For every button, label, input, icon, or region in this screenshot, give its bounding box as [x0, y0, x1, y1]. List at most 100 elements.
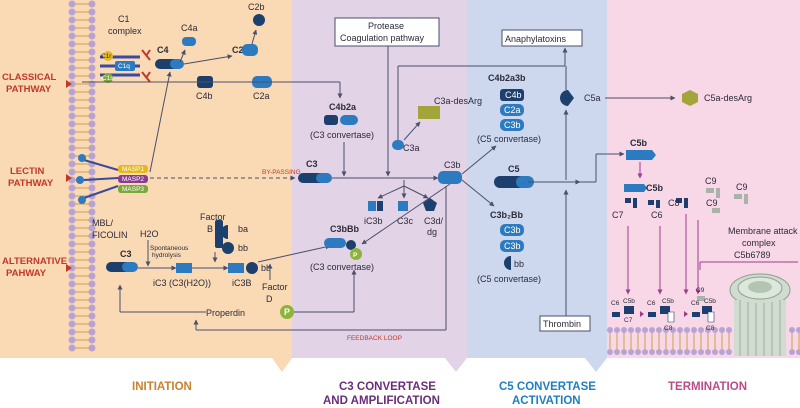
properdin-icon: [280, 305, 294, 319]
thrombin-box: Thrombin: [539, 315, 591, 332]
lipid-head: [621, 349, 627, 355]
anaphylatoxins-box: Anaphylatoxins: [501, 29, 583, 47]
c5-label: C5: [508, 164, 520, 174]
svg-text:MASP2: MASP2: [122, 176, 144, 183]
svg-text:C5b: C5b: [623, 298, 635, 305]
c5a-label: C5a: [584, 93, 601, 103]
svg-text:Anaphylatoxins: Anaphylatoxins: [505, 34, 567, 44]
lipid-head: [68, 272, 76, 280]
lipid-head: [698, 327, 704, 333]
lipid-head: [68, 136, 76, 144]
svg-text:LECTIN: LECTIN: [10, 166, 44, 177]
lipid-head: [607, 349, 613, 355]
c5a-desarg-label: C5a-desArg: [704, 93, 752, 103]
svg-text:C5b: C5b: [704, 298, 716, 305]
lipid-head: [68, 216, 76, 224]
lipid-head: [88, 184, 96, 192]
svg-text:MBL/: MBL/: [92, 218, 114, 228]
svg-text:FICOLIN: FICOLIN: [92, 230, 128, 240]
lipid-head: [691, 327, 697, 333]
bypassing-label: BY-PASSING: [262, 169, 301, 176]
lipid-head: [663, 327, 669, 333]
factor-b-label: Factor: [200, 212, 226, 222]
svg-text:Spontaneous: Spontaneous: [150, 245, 189, 252]
svg-text:P: P: [284, 307, 290, 317]
svg-text:ALTERNATIVE: ALTERNATIVE: [2, 256, 67, 267]
lipid-head: [88, 56, 96, 64]
c8-molecule: [676, 198, 688, 208]
c6-label: C6: [651, 210, 663, 220]
c5a-molecule: [560, 90, 574, 106]
lipid-head: [68, 344, 76, 352]
svg-text:PATHWAY: PATHWAY: [8, 178, 54, 189]
lipid-head: [68, 184, 76, 192]
lipid-head: [621, 327, 627, 333]
svg-text:ACTIVATION: ACTIVATION: [512, 395, 581, 407]
lipid-head: [88, 264, 96, 272]
lipid-head: [88, 88, 96, 96]
lipid-head: [88, 136, 96, 144]
lipid-head: [88, 128, 96, 136]
lipid-head: [684, 349, 690, 355]
lipid-head: [607, 327, 613, 333]
lipid-head: [677, 349, 683, 355]
c5a-desarg-molecule: [682, 90, 698, 106]
c3b-label: C3b: [444, 160, 461, 170]
phase-c3-convertase: C3 CONVERTASE: [339, 381, 436, 393]
alternative-pathway-label: ALTERNATIVE PAHWAY: [2, 256, 72, 279]
svg-text:bb: bb: [261, 263, 271, 273]
phase-initiation: INITIATION: [132, 381, 192, 393]
lipid-head: [68, 72, 76, 80]
lipid-head: [68, 240, 76, 248]
svg-text:C9: C9: [736, 182, 748, 192]
svg-text:CLASSICAL: CLASSICAL: [2, 72, 57, 83]
lipid-head: [88, 224, 96, 232]
c3bbb-properdin-icon: [350, 248, 362, 260]
lipid-head: [88, 72, 96, 80]
lectin-arrow-icon: [66, 174, 72, 182]
lipid-head: [642, 327, 648, 333]
lipid-head: [614, 327, 620, 333]
lipid-head: [68, 248, 76, 256]
lipid-head: [712, 349, 718, 355]
svg-text:C3b: C3b: [504, 225, 521, 235]
c4b2a-convertase-label: (C3 convertase): [310, 130, 374, 140]
lipid-head: [68, 328, 76, 336]
lipid-head: [68, 320, 76, 328]
lipid-head: [68, 88, 76, 96]
svg-text:C1q: C1q: [118, 63, 130, 70]
lipid-head: [656, 349, 662, 355]
lipid-head: [68, 56, 76, 64]
c4b2a3b-c4b: [500, 89, 524, 101]
lipid-head: [712, 327, 718, 333]
svg-text:C2a: C2a: [504, 105, 521, 115]
lipid-head: [635, 327, 641, 333]
lipid-head: [88, 0, 96, 8]
lipid-head: [88, 200, 96, 208]
lipid-head: [88, 240, 96, 248]
lipid-head: [796, 327, 800, 333]
c5b6789-assembly: C9 C6 C5b C8: [691, 287, 716, 332]
c4b2a-label: C4b2a: [329, 102, 357, 112]
lipid-head: [88, 168, 96, 176]
c3b2bb-label: C3b₂Bb: [490, 210, 524, 220]
svg-text:C6: C6: [611, 300, 620, 307]
h2o-label: H2O: [140, 229, 159, 239]
lipid-head: [88, 288, 96, 296]
svg-text:C6: C6: [647, 300, 656, 307]
phase-termination: TERMINATION: [668, 381, 747, 393]
factor-b-molecule: [215, 220, 223, 248]
c3a-desarg-molecule: [418, 106, 440, 119]
c4a-label: C4a: [181, 23, 198, 33]
lipid-head: [88, 328, 96, 336]
cell-membrane-bottom: [607, 327, 800, 355]
lipid-head: [68, 32, 76, 40]
c4b2a3b-c3b: [500, 119, 524, 131]
svg-text:C7: C7: [624, 317, 633, 324]
lipid-head: [68, 152, 76, 160]
lipid-head: [649, 349, 655, 355]
initiation-zone: [0, 0, 292, 408]
ba-label: ba: [238, 224, 248, 234]
svg-text:hydrolysis: hydrolysis: [152, 252, 182, 259]
